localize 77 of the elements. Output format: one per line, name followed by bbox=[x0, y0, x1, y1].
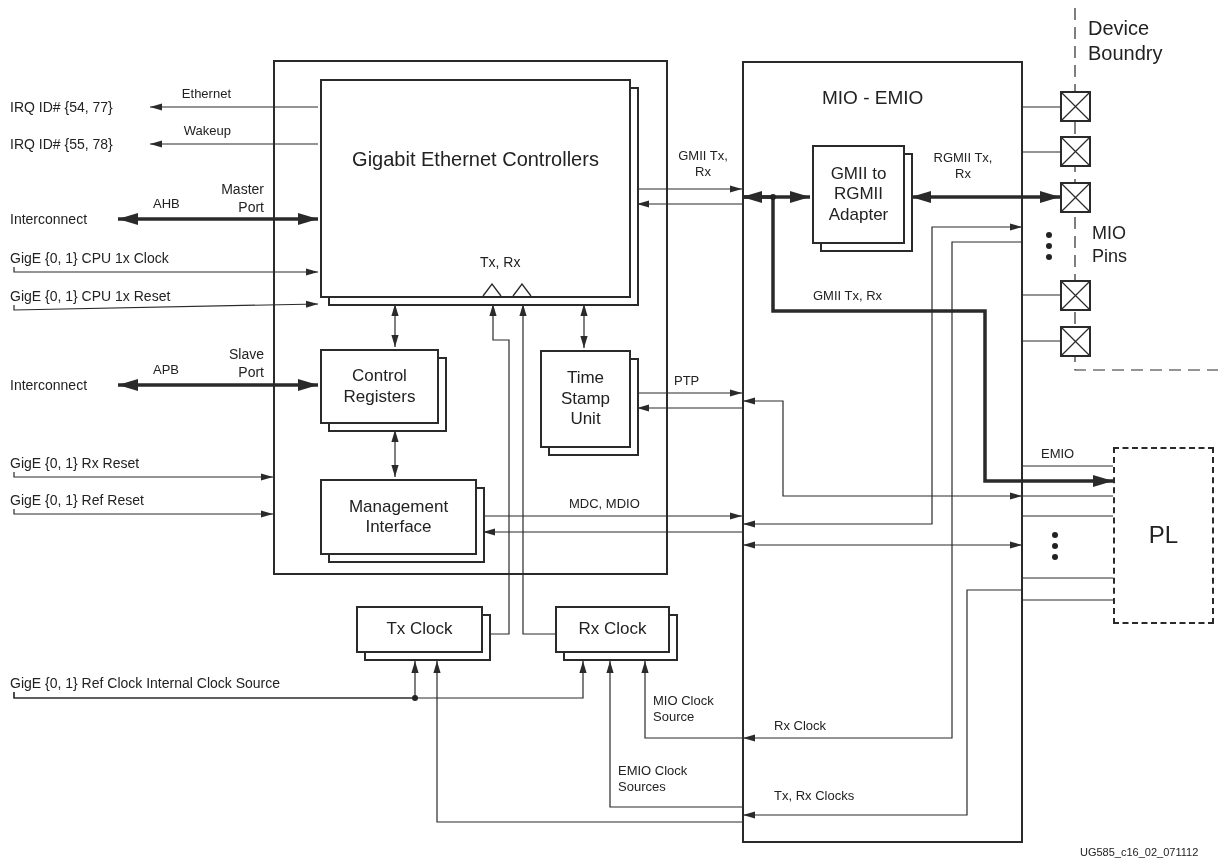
port-label: Tx, Rx bbox=[480, 254, 521, 271]
block-box bbox=[320, 79, 639, 306]
connector-line bbox=[1022, 340, 1061, 342]
edge-label: GMII Tx, Rx bbox=[812, 288, 884, 305]
block-label: Control Registers bbox=[342, 366, 417, 407]
arrow bbox=[13, 266, 319, 276]
note-label: Slave Port bbox=[227, 346, 264, 381]
signal-text: GigE {0, 1} Ref Clock Internal Clock Source bbox=[10, 675, 281, 691]
block-label: Time Stamp Unit bbox=[559, 368, 612, 430]
connector-line bbox=[1022, 294, 1061, 296]
arrow bbox=[433, 660, 743, 823]
note-label: Device Boundry bbox=[1088, 16, 1164, 66]
arrow bbox=[482, 528, 743, 536]
arrow bbox=[391, 303, 399, 348]
arrow bbox=[742, 195, 1113, 487]
note-label: UG585_c16_02_071112 bbox=[1080, 846, 1199, 860]
signal-text: IRQ ID# {54, 77} bbox=[10, 99, 113, 115]
arrow bbox=[149, 140, 319, 148]
pin-symbol bbox=[1060, 326, 1091, 357]
arrow bbox=[636, 389, 743, 397]
note-label: Master Port bbox=[220, 181, 264, 216]
arrow bbox=[641, 660, 743, 739]
block-label: GMII to RGMII Adapter bbox=[827, 163, 890, 226]
signal-text: IRQ ID# {55, 78} bbox=[10, 136, 113, 152]
block-label: Rx Clock bbox=[578, 619, 647, 640]
connector-line bbox=[1022, 599, 1114, 601]
arrow bbox=[13, 471, 274, 481]
connector-line bbox=[1022, 577, 1114, 579]
block-label: PL bbox=[1148, 521, 1179, 550]
arrow bbox=[636, 404, 743, 412]
block-box bbox=[320, 349, 447, 432]
arrow bbox=[391, 429, 399, 478]
note-label: MIO Pins bbox=[1092, 222, 1128, 267]
arrow bbox=[636, 200, 743, 208]
signal-text: GigE {0, 1} CPU 1x Clock bbox=[10, 250, 169, 266]
signal-text: Interconnect bbox=[10, 211, 88, 227]
signal-text: GigE {0, 1} Ref Reset bbox=[10, 492, 144, 508]
block-label: Tx Clock bbox=[386, 619, 453, 640]
block-box bbox=[540, 350, 639, 456]
pin-symbol bbox=[1060, 136, 1091, 167]
group-title: MIO - EMIO bbox=[822, 87, 924, 109]
arrow bbox=[482, 512, 743, 520]
edge-label: Wakeup bbox=[182, 123, 232, 140]
pin-symbol bbox=[1060, 91, 1091, 122]
arrow bbox=[636, 185, 743, 193]
note-label: Tx, Rx Clocks bbox=[774, 788, 855, 805]
block-label: Gigabit Ethernet Controllers bbox=[352, 146, 599, 171]
arrow bbox=[519, 303, 556, 635]
block-box bbox=[812, 145, 913, 252]
arrow bbox=[580, 303, 588, 349]
arrow bbox=[118, 379, 318, 391]
arrow bbox=[149, 103, 319, 111]
connector-line bbox=[1022, 151, 1061, 153]
signal-text: Interconnect bbox=[10, 377, 88, 393]
block-box bbox=[356, 606, 491, 661]
arrow bbox=[911, 191, 1060, 203]
arrow bbox=[13, 508, 274, 518]
edge-label: MDC, MDIO bbox=[568, 496, 641, 513]
connector-line bbox=[1022, 465, 1114, 467]
arrow bbox=[13, 300, 319, 311]
block-box bbox=[555, 606, 678, 661]
connector-line bbox=[1022, 515, 1114, 517]
arrow bbox=[13, 660, 587, 699]
connector-line bbox=[1022, 495, 1114, 497]
connector-line bbox=[1022, 106, 1061, 108]
dashed-block-box bbox=[1113, 447, 1214, 624]
block-label: Management Interface bbox=[347, 496, 450, 538]
arrow bbox=[489, 303, 510, 635]
pin-symbol bbox=[1060, 182, 1091, 213]
pin-symbol bbox=[1060, 280, 1091, 311]
note-label: Rx Clock bbox=[774, 718, 826, 735]
signal-text: GigE {0, 1} CPU 1x Reset bbox=[10, 288, 171, 304]
arrow bbox=[118, 213, 318, 225]
signal-text: GigE {0, 1} Rx Reset bbox=[10, 455, 140, 471]
arrow bbox=[606, 660, 743, 808]
block-box bbox=[320, 479, 485, 563]
group-box bbox=[273, 60, 668, 575]
